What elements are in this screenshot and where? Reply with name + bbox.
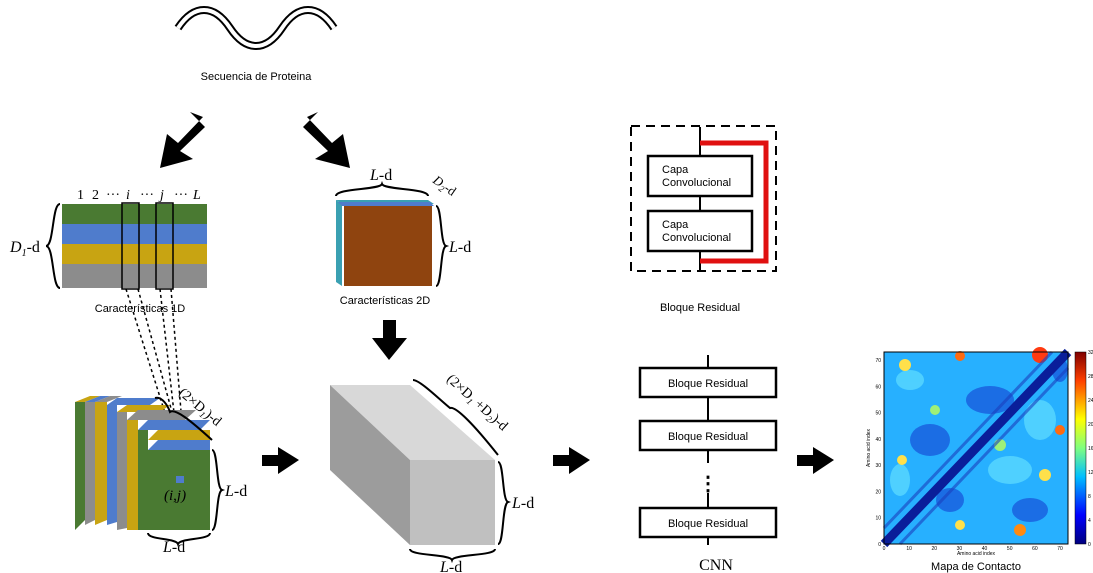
features-1d-index-row: 1 2 ··· i ··· j ··· L — [77, 188, 201, 203]
tensor-small-depth-brace — [154, 396, 213, 441]
colorbar-tick: 24 — [1088, 398, 1093, 404]
contact-map-y-tick: 50 — [875, 411, 881, 417]
index-dots-3: ··· — [174, 188, 188, 203]
contact-map-x-tick: 0 — [883, 546, 886, 552]
index-L: L — [192, 188, 201, 203]
tensor-big-bottom-label: L-d — [439, 559, 462, 573]
tensor-big-side-label: L-d — [511, 495, 534, 512]
index-dots-1: ··· — [106, 188, 120, 203]
arrow-right-2-icon — [553, 447, 590, 474]
residual-block-detail — [630, 125, 777, 272]
tensor-small — [75, 396, 210, 530]
arrow-down-2d-icon — [372, 320, 407, 360]
arrow-right-1-icon — [262, 447, 299, 474]
index-2: 2 — [92, 188, 99, 203]
features-1d-brace — [45, 203, 61, 289]
tensor-small-cell-label: (i,j) — [164, 488, 186, 504]
cnn-block-1-label: Bloque Residual — [668, 378, 748, 390]
contact-map-y-tick: 40 — [875, 437, 881, 443]
contact-map-xlabel: Amino acid index — [957, 551, 996, 557]
contact-map-axes: 0 10 20 30 40 50 60 70 0 10 20 30 40 50 60 70 0 4 8 12 16 20 2… — [875, 350, 1093, 552]
contact-map-x-tick: 10 — [906, 546, 912, 552]
colorbar-tick: 20 — [1088, 422, 1093, 428]
colorbar-tick: 16 — [1088, 446, 1093, 452]
contact-map-x-tick: 30 — [957, 546, 963, 552]
arrow-to-1d-icon — [160, 112, 205, 168]
protein-wave-icon — [174, 6, 338, 50]
colorbar-tick: 28 — [1088, 374, 1093, 380]
contact-map-y-tick: 10 — [875, 516, 881, 522]
residual-block-caption: Bloque Residual — [660, 302, 740, 314]
contact-map-y-tick: 70 — [875, 358, 881, 364]
arrow-right-3-icon — [797, 447, 834, 474]
features-2d-top-brace — [335, 180, 429, 197]
features-1d-caption: Características 1D — [95, 303, 186, 315]
cnn-block-3-label: Bloque Residual — [668, 518, 748, 530]
arrow-to-2d-icon — [303, 112, 350, 168]
features-1d-dim-label: D1-d — [9, 239, 40, 259]
index-j: j — [158, 188, 164, 203]
colorbar-tick: 8 — [1088, 494, 1091, 500]
contact-map-x-tick: 50 — [1007, 546, 1013, 552]
cnn-ellipsis-bg — [702, 463, 714, 493]
contact-map-y-tick: 20 — [875, 489, 881, 495]
cnn-caption: CNN — [699, 557, 733, 573]
contact-map-x-tick: 40 — [982, 546, 988, 552]
features-2d-depth-label: D2-d — [428, 172, 459, 201]
tensor-big-depth-brace — [412, 379, 499, 456]
tensor-small-side-brace — [211, 449, 226, 531]
index-dots-2: ··· — [140, 188, 154, 203]
contact-map-y-tick: 30 — [875, 463, 881, 469]
contact-map-y-tick: 0 — [878, 542, 881, 548]
tensor-small-bottom-label: L-d — [162, 539, 185, 556]
contact-map-x-tick: 60 — [1032, 546, 1038, 552]
features-2d-caption: Características 2D — [340, 295, 431, 307]
colorbar-tick: 4 — [1088, 518, 1091, 524]
features-2d-side-label: L-d — [448, 239, 471, 256]
contact-map — [880, 347, 1087, 548]
contact-map-x-tick: 70 — [1057, 546, 1063, 552]
protein-label: Secuencia de Proteina — [201, 71, 313, 83]
tensor-big — [330, 385, 495, 545]
contact-map-caption: Mapa de Contacto — [931, 561, 1021, 573]
contact-map-y-tick: 60 — [875, 384, 881, 390]
cnn-block-2-label: Bloque Residual — [668, 431, 748, 443]
contact-map-ylabel: Amino acid index — [866, 428, 872, 467]
features-2d-block — [336, 200, 434, 286]
tensor-small-side-label: L-d — [224, 483, 247, 500]
tensor-big-side-brace — [497, 461, 512, 545]
colorbar-tick: 32 — [1088, 350, 1093, 356]
features-1d-block — [62, 202, 207, 290]
colorbar-tick: 0 — [1088, 542, 1091, 548]
index-1: 1 — [77, 188, 84, 203]
index-i: i — [126, 188, 130, 203]
features-2d-side-brace — [435, 205, 450, 287]
cnn-ellipsis: ⋮ — [698, 473, 718, 495]
colorbar-tick: 12 — [1088, 470, 1093, 476]
tensor-small-bottom-brace — [147, 532, 211, 548]
cnn-stack — [638, 355, 778, 545]
tensor-big-bottom-brace — [409, 548, 496, 564]
features-2d-top-label: L-d — [369, 167, 392, 184]
contact-map-x-tick: 20 — [932, 546, 938, 552]
